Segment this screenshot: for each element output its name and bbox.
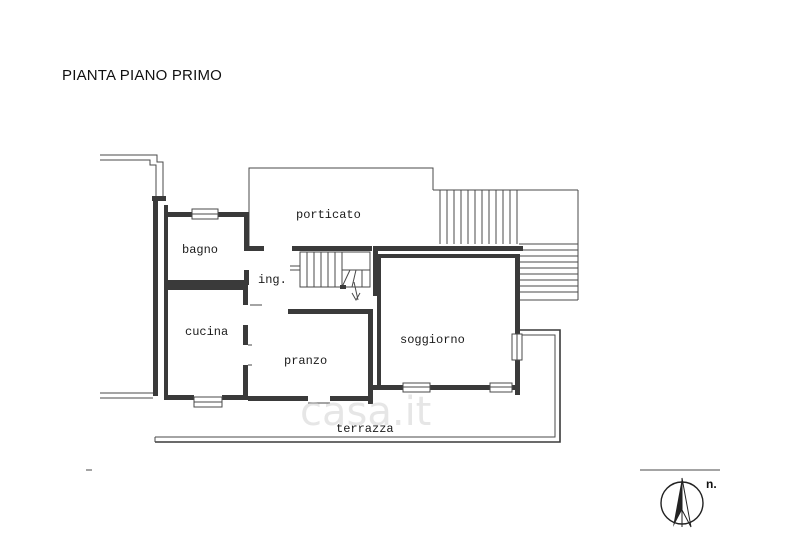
label-porticato: porticato — [296, 208, 361, 222]
label-terrazza: terrazza — [336, 422, 394, 436]
label-bagno: bagno — [182, 243, 218, 257]
left-wall-top — [100, 154, 166, 201]
bagno-window — [191, 208, 219, 220]
plan-title: PIANTA PIANO PRIMO — [62, 67, 223, 84]
soggiorno-walls — [373, 246, 523, 395]
north-arrow-icon — [660, 477, 704, 528]
internal-stairs — [290, 251, 371, 302]
external-stairs — [433, 189, 579, 301]
west-wall — [100, 196, 168, 399]
cucina-walls — [164, 285, 262, 400]
label-soggiorno: soggiorno — [400, 333, 465, 347]
porticato-outline — [248, 167, 434, 249]
bagno-walls — [164, 212, 264, 285]
central-walls — [248, 246, 373, 404]
label-ingresso: ing. — [258, 273, 287, 287]
watermark-logo: casa.it — [300, 389, 431, 435]
north-label: n. — [706, 477, 717, 491]
label-cucina: cucina — [185, 325, 228, 339]
soggiorno-window-east — [511, 333, 523, 361]
label-pranzo: pranzo — [284, 354, 327, 368]
soggiorno-window-south — [402, 382, 513, 393]
terrazza-edge — [154, 329, 561, 443]
cucina-window — [193, 396, 223, 408]
